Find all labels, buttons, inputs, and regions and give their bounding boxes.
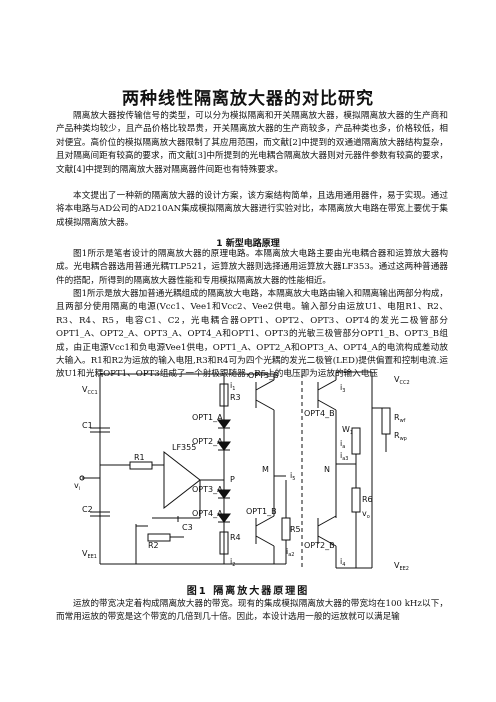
label-opt2a: OPT2_A [192, 437, 223, 446]
label-r4: R4 [230, 533, 241, 542]
label-n: N [324, 465, 330, 474]
label-opt3b: OPT3_B [248, 371, 279, 380]
label-vee2: VEE2 [394, 561, 409, 572]
label-i5: i5 [290, 471, 295, 482]
label-i4: i4 [340, 557, 345, 568]
label-vee1: VEE1 [82, 549, 97, 560]
label-r1: R1 [134, 453, 145, 462]
tail-paragraph: 运放的带宽决定着构成隔离放大器的带宽。现有的集成模拟隔离放大器的带宽均在100 … [56, 599, 448, 623]
label-lf355: LF355 [172, 443, 196, 452]
label-opt3a: OPT3_A [192, 485, 223, 494]
label-vcc2: VCC2 [394, 375, 410, 386]
label-iaz: ia2 [286, 547, 294, 558]
label-opt1a: OPT1_A [192, 413, 223, 422]
label-opt4a: OPT4_A [192, 509, 223, 518]
paper-title: 两种线性隔离放大器的对比研究 [122, 89, 374, 109]
label-c2: C2 [82, 505, 93, 514]
label-r3: R3 [230, 393, 241, 402]
label-rwf: Rwf [394, 413, 406, 424]
label-i2: i2 [230, 557, 235, 568]
label-vo: vo [362, 509, 370, 520]
label-ia: ia [340, 439, 345, 450]
intro-paragraph-1: 隔离放大器按传输信号的类型，可以分为模拟隔离和开关隔离放大器，模拟隔离放大器的生… [56, 111, 448, 175]
label-opt2b: OPT2_B [304, 541, 335, 550]
figure-caption: 图1 隔离放大器原理图 [186, 586, 310, 597]
intro-paragraph-2: 本文提出了一种新的隔离放大器的设计方案，该方案结构简单，且选用通用器件，易于实现… [56, 191, 448, 228]
label-i3: i3 [340, 383, 345, 394]
circuit-schematic: VCC1 C1 vi C2 VEE1 R1 LF355 R2 C3 i1 R3 … [74, 371, 410, 572]
label-opt1b: OPT1_B [246, 507, 277, 516]
label-rwp: Rwp [394, 431, 407, 442]
label-r5: R5 [290, 525, 301, 534]
label-r6: R6 [362, 495, 373, 504]
label-m: M [262, 465, 269, 474]
circuit-figure: VCC1 C1 vi C2 VEE1 R1 LF355 R2 C3 i1 R3 … [60, 368, 438, 578]
section-heading: 1 新型电路原理 [216, 239, 280, 249]
label-opt4b: OPT4_B [304, 409, 335, 418]
label-c3: C3 [182, 523, 193, 532]
label-vi: vi [74, 481, 80, 492]
label-iaa: ia3 [340, 451, 348, 462]
label-i1: i1 [230, 381, 235, 392]
label-w1: W1 [342, 425, 353, 436]
section-paragraph-1: 图1所示是笔者设计的隔离放大器的原理电路。本隔离放大电路主要由光电耦合器和运算放… [56, 249, 448, 286]
label-r2: R2 [148, 541, 159, 550]
label-c1: C1 [82, 421, 93, 430]
label-p: P [230, 475, 235, 484]
label-vcc1: VCC1 [82, 385, 98, 396]
